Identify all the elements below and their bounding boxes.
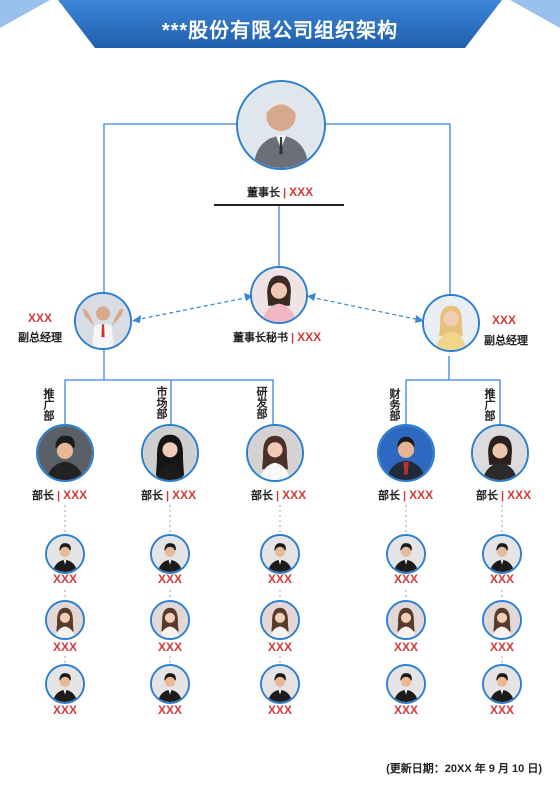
staff-1-3-avatar: [45, 664, 85, 704]
staff-2-1-avatar: [150, 534, 190, 574]
dept-head-5-avatar: [471, 424, 529, 482]
dept-head-3-label: 部长|XXX: [251, 488, 307, 502]
staff-3-1-name: XXX: [267, 572, 292, 586]
staff-3-2-avatar: [260, 600, 300, 640]
banner-shape: [0, 0, 560, 48]
dept-head-4-avatar: [377, 424, 435, 482]
dept-head-4-role: 部长: [378, 490, 400, 502]
page-title: ***股份有限公司组织架构: [161, 20, 399, 42]
dept-name-4: 财务部: [388, 388, 400, 421]
staff-4-1-name: XXX: [393, 572, 418, 586]
staff-3-3-name: XXX: [267, 703, 292, 717]
staff-3-2-name: XXX: [267, 640, 292, 654]
dept-head-1-label: 部长|XXX: [32, 488, 88, 502]
dept-name-1: 推广部: [42, 388, 54, 421]
staff-4-3-avatar: [386, 664, 426, 704]
staff-2-3-name: XXX: [157, 703, 182, 717]
vp-left-avatar: [74, 292, 132, 350]
staff-4-2-avatar: [386, 600, 426, 640]
staff-4-2-name: XXX: [393, 640, 418, 654]
staff-2-3-avatar: [150, 664, 190, 704]
staff-5-2-name: XXX: [489, 640, 514, 654]
dept-head-5-name: XXX: [507, 488, 532, 502]
staff-3-3-avatar: [260, 664, 300, 704]
vp-right-name: XXX: [492, 313, 517, 327]
staff-1-1-avatar: [45, 534, 85, 574]
staff-5-2-avatar: [482, 600, 522, 640]
staff-1-1-name: XXX: [52, 572, 77, 586]
staff-5-3-name: XXX: [489, 703, 514, 717]
dept-name-2: 市场部: [155, 386, 167, 419]
staff-2-2-name: XXX: [157, 640, 182, 654]
dept-head-3-avatar: [246, 424, 304, 482]
vp-left-name: XXX: [28, 311, 53, 325]
staff-2-1-name: XXX: [157, 572, 182, 586]
secretary-label: 董事长秘书|XXX: [233, 330, 322, 344]
secretary-avatar: [250, 266, 308, 324]
chairman-role: 董事长: [247, 187, 280, 199]
dept-head-3-name: XXX: [282, 488, 307, 502]
staff-3-1-avatar: [260, 534, 300, 574]
dept-head-1-role: 部长: [32, 490, 54, 502]
staff-1-3-name: XXX: [52, 703, 77, 717]
dept-head-2-label: 部长|XXX: [141, 488, 197, 502]
vp-right-role: 副总经理: [484, 335, 528, 347]
dept-name-3: 研发部: [255, 386, 267, 419]
chairman-name: XXX: [289, 185, 314, 199]
dept-head-2-name: XXX: [172, 488, 197, 502]
chairman-divider: [214, 204, 344, 206]
dept-head-2-avatar: [141, 424, 199, 482]
dept-head-5-role: 部长: [476, 490, 498, 502]
dept-head-1-avatar: [36, 424, 94, 482]
chairman-label: 董事长|XXX: [247, 185, 314, 199]
dept-head-5-label: 部长|XXX: [476, 488, 532, 502]
dept-head-4-name: XXX: [409, 488, 434, 502]
staff-5-1-name: XXX: [489, 572, 514, 586]
update-date: (更新日期：20XX 年 9 月 10 日): [386, 763, 542, 775]
staff-1-2-avatar: [45, 600, 85, 640]
vp-left-role: 副总经理: [18, 332, 62, 344]
staff-1-2-name: XXX: [52, 640, 77, 654]
staff-5-1-avatar: [482, 534, 522, 574]
secretary-name: XXX: [297, 330, 322, 344]
staff-4-3-name: XXX: [393, 703, 418, 717]
dept-head-3-role: 部长: [251, 490, 273, 502]
vp-right-name-label: XXX: [492, 313, 516, 327]
chairman-avatar: [236, 80, 326, 170]
dept-head-2-role: 部长: [141, 490, 163, 502]
staff-2-2-avatar: [150, 600, 190, 640]
secretary-role: 董事长秘书: [233, 332, 288, 344]
staff-5-3-avatar: [482, 664, 522, 704]
title-banner: ***股份有限公司组织架构: [0, 0, 560, 52]
dept-head-4-label: 部长|XXX: [378, 488, 434, 502]
dept-name-5: 推广部: [483, 388, 495, 421]
staff-4-1-avatar: [386, 534, 426, 574]
dept-head-1-name: XXX: [63, 488, 88, 502]
vp-right-avatar: [422, 294, 480, 352]
vp-left-name-label: XXX: [28, 311, 52, 325]
